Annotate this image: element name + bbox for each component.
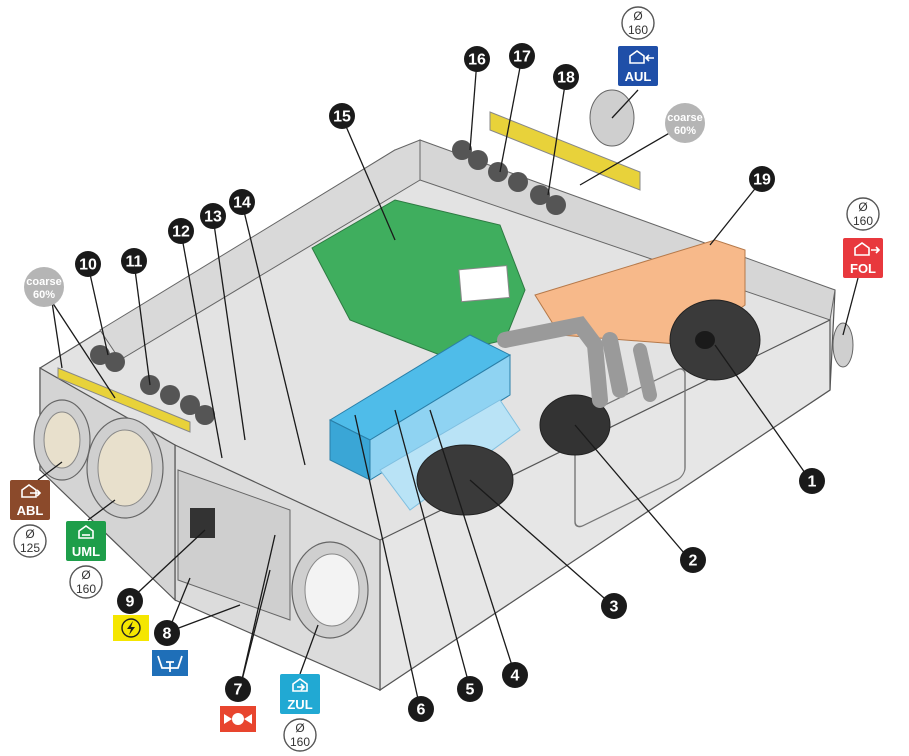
lightning-icon bbox=[127, 621, 135, 635]
svg-text:16: 16 bbox=[468, 52, 486, 69]
bypass-damper bbox=[311, 199, 526, 356]
svg-text:AUL: AUL bbox=[625, 69, 652, 84]
svg-text:UML: UML bbox=[72, 544, 100, 559]
svg-text:FOL: FOL bbox=[850, 261, 876, 276]
svg-text:60%: 60% bbox=[33, 289, 55, 301]
fol-badge bbox=[843, 238, 883, 278]
pipes bbox=[497, 316, 657, 408]
port-aul: Ø 160 AUL bbox=[618, 6, 658, 86]
svg-text:coarse: coarse bbox=[667, 112, 702, 124]
svg-text:Ø: Ø bbox=[81, 568, 90, 582]
callout-13: 13 bbox=[200, 203, 226, 229]
svg-text:60%: 60% bbox=[674, 125, 696, 137]
svg-text:Ø: Ø bbox=[25, 527, 34, 541]
uml-badge bbox=[66, 521, 106, 561]
svg-text:5: 5 bbox=[466, 682, 475, 699]
svg-text:14: 14 bbox=[233, 195, 251, 212]
svg-text:15: 15 bbox=[333, 109, 351, 126]
callout-16: 16 bbox=[464, 46, 490, 72]
svg-text:17: 17 bbox=[513, 49, 531, 66]
svg-text:ABL: ABL bbox=[17, 503, 44, 518]
callout-5: 5 bbox=[457, 676, 483, 702]
svg-text:Ø: Ø bbox=[295, 721, 304, 735]
svg-text:160: 160 bbox=[853, 214, 873, 228]
port-zul: ZUL Ø 160 bbox=[280, 674, 320, 752]
svg-text:12: 12 bbox=[172, 224, 190, 241]
svg-text:19: 19 bbox=[753, 172, 771, 189]
svg-text:10: 10 bbox=[79, 257, 97, 274]
callout-12: 12 bbox=[168, 218, 194, 244]
svg-text:8: 8 bbox=[163, 626, 172, 643]
callout-8: 8 bbox=[154, 620, 180, 646]
sensor-row-right bbox=[452, 140, 566, 215]
svg-text:2: 2 bbox=[689, 553, 698, 570]
callout-17: 17 bbox=[509, 43, 535, 69]
svg-text:13: 13 bbox=[204, 209, 222, 226]
svg-text:9: 9 bbox=[126, 594, 135, 611]
callout-3: 3 bbox=[601, 593, 627, 619]
filter-left bbox=[57, 367, 191, 433]
callout-18: 18 bbox=[553, 64, 579, 90]
svg-text:3: 3 bbox=[610, 599, 619, 616]
callout-19: 19 bbox=[749, 166, 775, 192]
svg-text:160: 160 bbox=[290, 735, 310, 749]
svg-text:125: 125 bbox=[20, 541, 40, 555]
port-fol: Ø 160 FOL bbox=[843, 197, 883, 278]
port-uml: UML Ø 160 bbox=[66, 521, 106, 599]
svg-text:ZUL: ZUL bbox=[287, 697, 312, 712]
svg-text:4: 4 bbox=[511, 668, 520, 685]
house-exit-icon bbox=[21, 484, 42, 498]
valve-icon bbox=[224, 713, 252, 725]
callout-2: 2 bbox=[680, 547, 706, 573]
electric-connection-badge bbox=[113, 615, 149, 641]
condensate-drain-icon bbox=[157, 655, 183, 672]
svg-text:160: 160 bbox=[628, 23, 648, 37]
svg-text:160: 160 bbox=[76, 582, 96, 596]
callout-7: 7 bbox=[225, 676, 251, 702]
house-supply-icon bbox=[292, 678, 308, 692]
house-intake-icon bbox=[629, 50, 654, 64]
condensate-drain-badge bbox=[152, 650, 188, 676]
fol-duct-ring bbox=[832, 322, 854, 368]
callout-9: 9 bbox=[117, 588, 143, 614]
svg-text:18: 18 bbox=[557, 70, 575, 87]
house-exhaust-icon bbox=[854, 242, 881, 256]
svg-text:Ø: Ø bbox=[858, 200, 867, 214]
filter-label-right: coarse 60% bbox=[665, 103, 705, 143]
svg-text:6: 6 bbox=[417, 702, 426, 719]
sensor-row-left bbox=[90, 345, 215, 425]
svg-text:1: 1 bbox=[808, 474, 817, 491]
callout-14: 14 bbox=[229, 189, 255, 215]
callout-10: 10 bbox=[75, 251, 101, 277]
callout-6: 6 bbox=[408, 696, 434, 722]
filter-right bbox=[489, 111, 641, 191]
callout-4: 4 bbox=[502, 662, 528, 688]
house-recirculation-icon bbox=[78, 525, 94, 539]
svg-text:11: 11 bbox=[126, 254, 143, 271]
callout-15: 15 bbox=[329, 103, 355, 129]
svg-text:7: 7 bbox=[234, 682, 243, 699]
port-abl: ABL Ø 125 bbox=[10, 480, 50, 558]
svg-text:Ø: Ø bbox=[633, 9, 642, 23]
callout-1: 1 bbox=[799, 468, 825, 494]
zul-badge bbox=[280, 674, 320, 714]
leader-lines bbox=[37, 56, 859, 709]
abl-badge bbox=[10, 480, 50, 520]
svg-text:coarse: coarse bbox=[26, 276, 61, 288]
filter-label-left: coarse 60% bbox=[24, 267, 64, 307]
valve-badge bbox=[220, 706, 256, 732]
filters bbox=[57, 111, 641, 433]
callout-11: 11 bbox=[121, 248, 147, 274]
